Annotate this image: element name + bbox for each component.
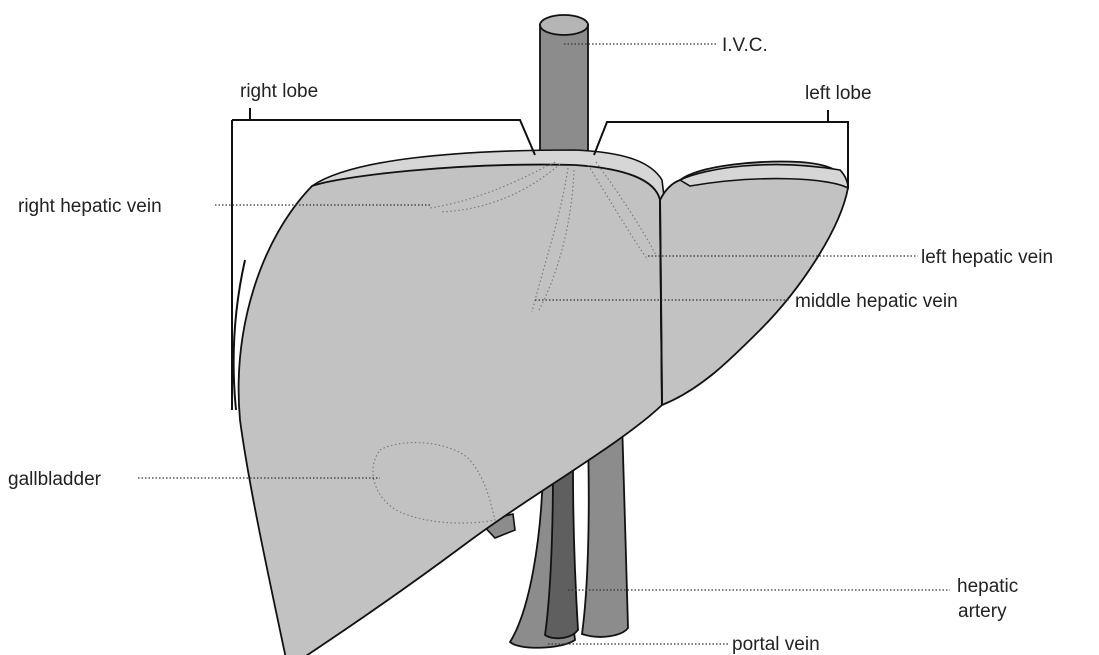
label-left-lobe: left lobe <box>805 83 872 104</box>
ivc-vessel <box>540 15 588 160</box>
label-hepatic-artery-line2: artery <box>958 601 1007 622</box>
label-middle-hepatic-vein: middle hepatic vein <box>795 291 958 312</box>
label-hepatic-artery-line1: hepatic <box>957 576 1018 597</box>
label-left-hepatic-vein: left hepatic vein <box>921 247 1053 268</box>
label-ivc: I.V.C. <box>722 35 768 56</box>
left-lobe-shape <box>660 162 848 405</box>
label-right-hepatic-vein: right hepatic vein <box>18 196 162 217</box>
label-gallbladder: gallbladder <box>8 469 102 490</box>
label-right-lobe: right lobe <box>240 81 318 102</box>
label-portal-vein: portal vein <box>732 634 820 655</box>
